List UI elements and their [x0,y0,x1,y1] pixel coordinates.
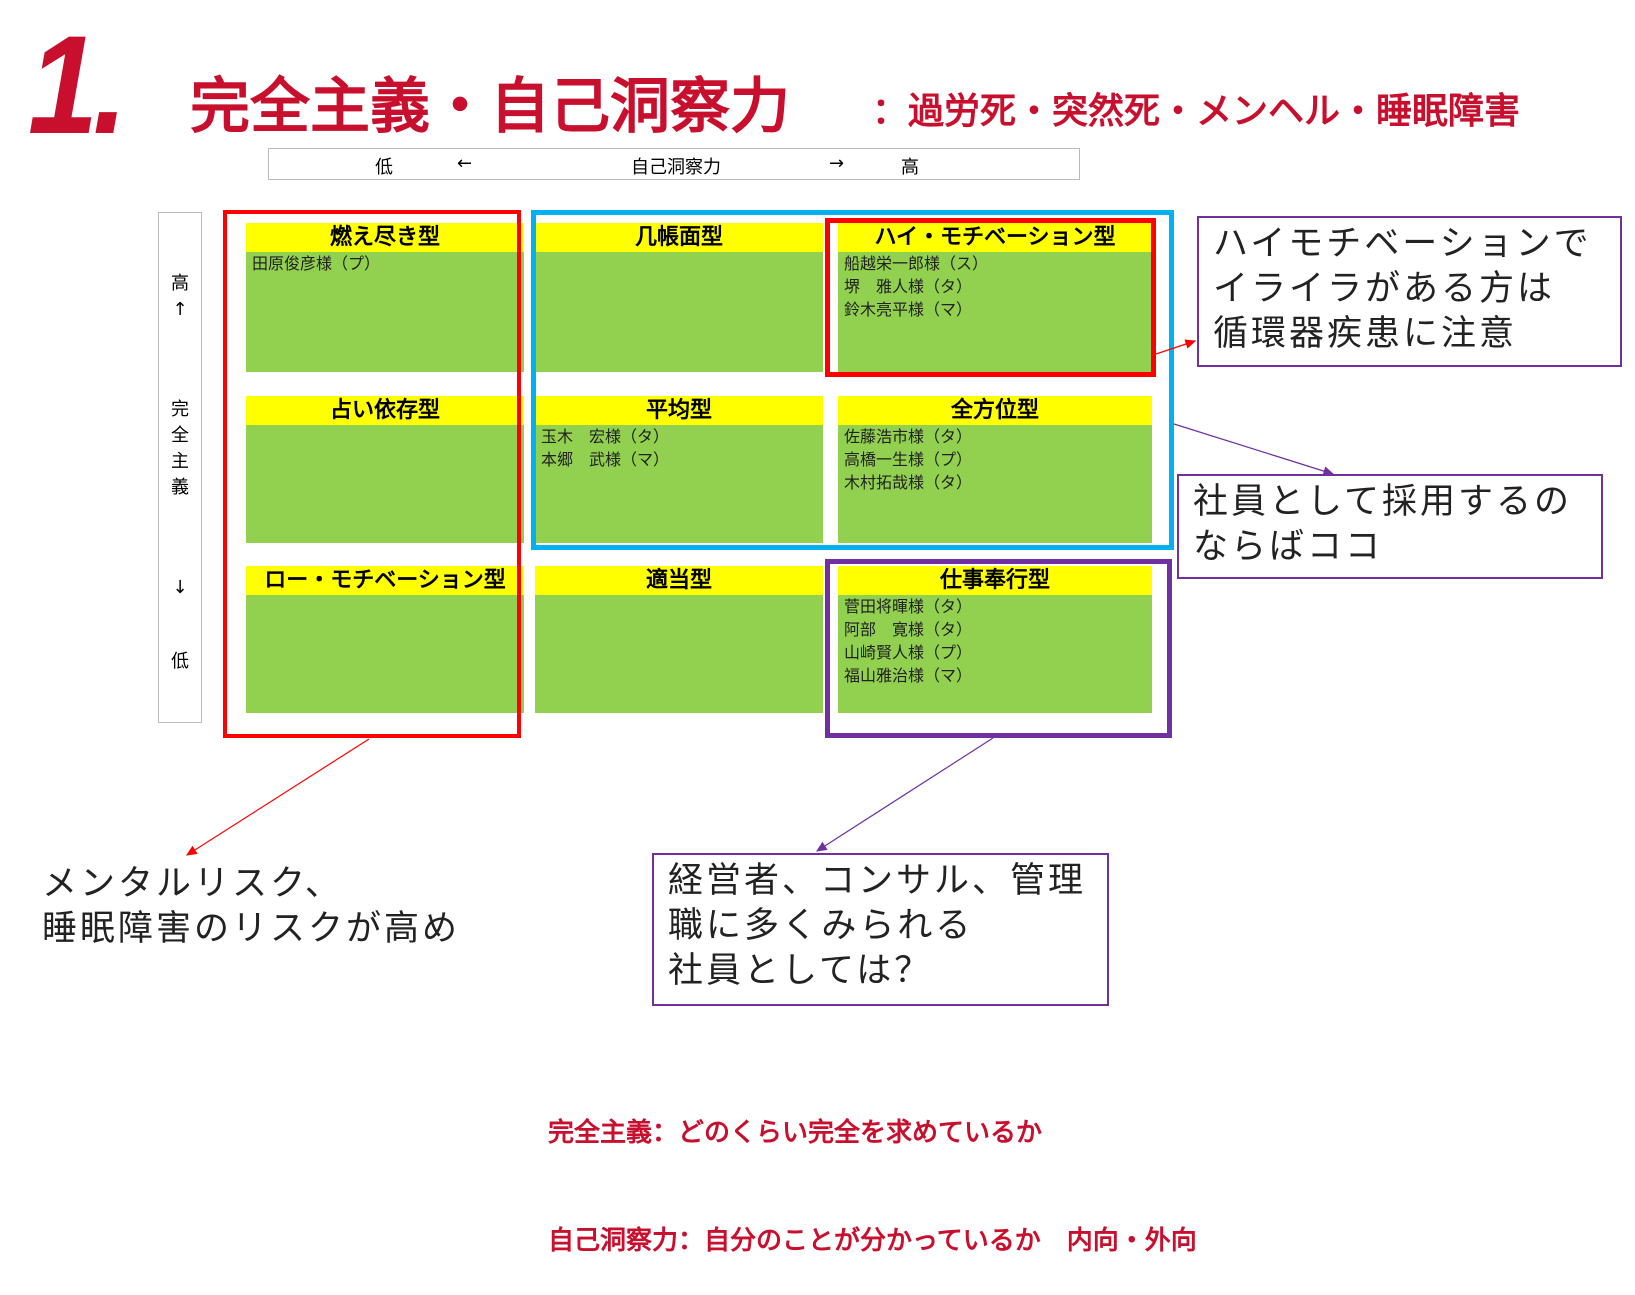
person-name: 本郷 武様（マ） [541,450,670,469]
person-name: 佐藤浩市様（タ） [844,427,973,446]
note-line: イライラがある方は [1213,269,1556,309]
person-name: 鈴木亮平様（マ） [844,300,973,319]
definitions-footer: 完全主義：どのくらい完全を求めているか 自己洞察力：自分のことが分かっているか … [548,1043,1197,1295]
arrow-to-work-note [815,737,994,852]
axis-label-char: 完 [171,399,189,420]
axis-low-label: 低 [375,157,393,178]
axis-high-label: 高 [171,273,189,294]
mental-risk-note: メンタルリスク、 睡眠障害のリスクが高め [42,862,460,952]
definition-perfectionism: 完全主義：どのくらい完全を求めているか [548,1118,1043,1148]
axis-label-char: 義 [171,477,189,498]
section-number: 1. [28,6,128,163]
type-title: 燃え尽き型 [246,223,524,252]
connector-arrows [185,339,1335,856]
axis-high-label: 高 [901,157,919,178]
high-motivation-highlight [825,218,1156,377]
type-cell: 几帳面型 [535,223,823,372]
page-subtitle: ：過労死・突然死・メンヘル・睡眠障害 [872,91,1521,132]
burnout-column-highlight [223,210,521,738]
work-type-highlight [825,559,1172,738]
person-name: 高橋一生様（プ） [844,450,973,469]
type-title: 適当型 [535,566,823,595]
note-line: メンタルリスク、 [42,864,343,904]
type-title: ハイ・モチベーション型 [838,223,1152,252]
type-cell: 仕事奉行型菅田将暉様（タ） 阿部 寛様（タ） 山崎賢人様（プ） 福山雅治様（マ） [838,566,1152,713]
note-line: 経営者、コンサル、管理 [668,861,1087,901]
type-cell: 平均型玉木 宏様（タ） 本郷 武様（マ） [535,396,823,543]
person-name: 船越栄一郎様（ス） [844,254,989,273]
type-cell: ロー・モチベーション型 [246,566,524,713]
arrow-to-high-motivation-note [1155,339,1197,355]
type-cell: ハイ・モチベーション型船越栄一郎様（ス） 堺 雅人様（タ） 鈴木亮平様（マ） [838,223,1152,372]
type-title: 占い依存型 [246,396,524,425]
person-name: 阿部 寛様（タ） [844,620,973,639]
type-cell: 燃え尽き型田原俊彦様（プ） [246,223,524,372]
note-line: 循環器疾患に注意 [1213,314,1518,354]
axis-label: 自己洞察力 [631,157,721,178]
note-line: ならばココ [1193,527,1384,567]
person-name: 玉木 宏様（タ） [541,427,670,446]
up-arrow-icon: ↑ [172,299,188,320]
person-name: 田原俊彦様（プ） [252,254,381,273]
work-note: 経営者、コンサル、管理 職に多くみられる 社員としては？ [652,853,1109,1006]
person-name: 山崎賢人様（プ） [844,643,973,662]
type-title: 几帳面型 [535,223,823,252]
right-arrow-icon: → [829,153,845,174]
type-cell: 適当型 [535,566,823,713]
vertical-axis: 高 ↑ 完 全 主 義 ↓ 低 [158,212,202,723]
type-title: ロー・モチベーション型 [246,566,524,595]
person-name: 木村拓哉様（タ） [844,473,973,492]
hire-zone-highlight [531,210,1174,550]
high-motivation-note: ハイモチベーションで イライラがある方は 循環器疾患に注意 [1197,216,1622,367]
note-line: ハイモチベーションで [1213,224,1592,264]
axis-label-char: 全 [171,425,189,446]
arrow-to-mental [185,738,370,856]
type-title: 全方位型 [838,396,1152,425]
axis-low-label: 低 [171,651,189,672]
left-arrow-icon: ← [457,153,473,174]
person-name: 菅田将暉様（タ） [844,597,973,616]
type-cell: 占い依存型 [246,396,524,543]
note-line: 睡眠障害のリスクが高め [42,909,461,949]
note-line: 職に多くみられる [668,906,974,946]
axis-label-char: 主 [171,451,189,472]
arrow-to-hire-note [1173,423,1335,476]
definition-self-insight: 自己洞察力：自分のことが分かっているか 内向・外向 [548,1226,1197,1256]
person-name: 堺 雅人様（タ） [844,277,973,296]
type-title: 平均型 [535,396,823,425]
down-arrow-icon: ↓ [172,577,188,598]
hire-note: 社員として採用するの ならばココ [1177,474,1603,579]
horizontal-axis: 低 ← 自己洞察力 → 高 [268,148,1080,180]
page-title: 完全主義・自己洞察力 [190,72,790,142]
person-name: 福山雅治様（マ） [844,666,973,685]
note-line: 社員として採用するの [1193,482,1572,522]
note-line: 社員としては？ [668,951,933,991]
type-cell: 全方位型佐藤浩市様（タ） 高橋一生様（プ） 木村拓哉様（タ） [838,396,1152,543]
type-title: 仕事奉行型 [838,566,1152,595]
